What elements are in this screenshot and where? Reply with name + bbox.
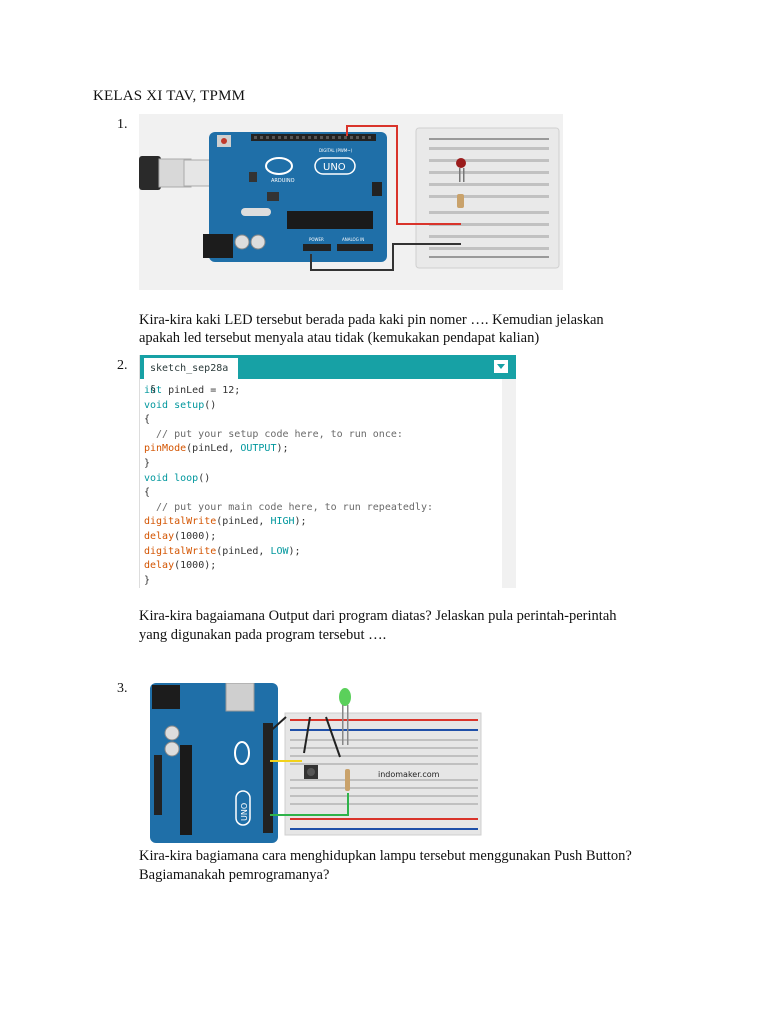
board-analog-label: ANALOG IN [342,237,364,242]
tab-menu-dropdown-icon [494,360,508,373]
question-3-text-line-1: Kira-kira bagiamana cara menghidupkan la… [139,848,632,864]
code-block: int pinLed = 12; void setup() { // put y… [144,385,433,586]
question-3-image: UNO indomaker.com [150,683,482,845]
question-2-number: 2. [117,358,128,373]
question-1-text-line-1: Kira-kira kaki LED tersebut berada pada … [139,312,604,328]
board-brand: ARDUINO [271,178,295,184]
question-3-number: 3. [117,681,128,696]
board-power-label: POWER [309,237,324,242]
question-1-image: DIGITAL (PWM~) ARDUINO UNO POWER ANALOG … [139,114,563,290]
question-2-text-line-1: Kira-kira bagaiamana Output dari program… [139,608,617,624]
question-1-text-line-2: apakah led tersebut menyala atau tidak (… [139,330,540,346]
editor-scrollbar [502,379,516,588]
board-digital-label: DIGITAL (PWM~) [319,148,353,153]
editor-tab-bar: sketch_sep28a § [140,355,516,395]
question-3-text-line-2: Bagiamanakah pemrogramanya? [139,867,330,883]
code-editor-screenshot: sketch_sep28a § int pinLed = 12; void se… [139,355,516,588]
board-uno-label: UNO [240,803,249,821]
watermark: indomaker.com [378,770,440,779]
question-1-number: 1. [117,117,128,132]
page-title: KELAS XI TAV, TPMM [93,88,246,104]
arduino-pushbutton-circuit-diagram: UNO indomaker.com [150,683,482,843]
editor-tab: sketch_sep28a § [144,358,238,395]
question-2-text-line-2: yang digunakan pada program tersebut …. [139,627,387,643]
board-uno-label: UNO [323,162,346,173]
arduino-led-circuit-diagram: DIGITAL (PWM~) ARDUINO UNO POWER ANALOG … [139,125,560,271]
